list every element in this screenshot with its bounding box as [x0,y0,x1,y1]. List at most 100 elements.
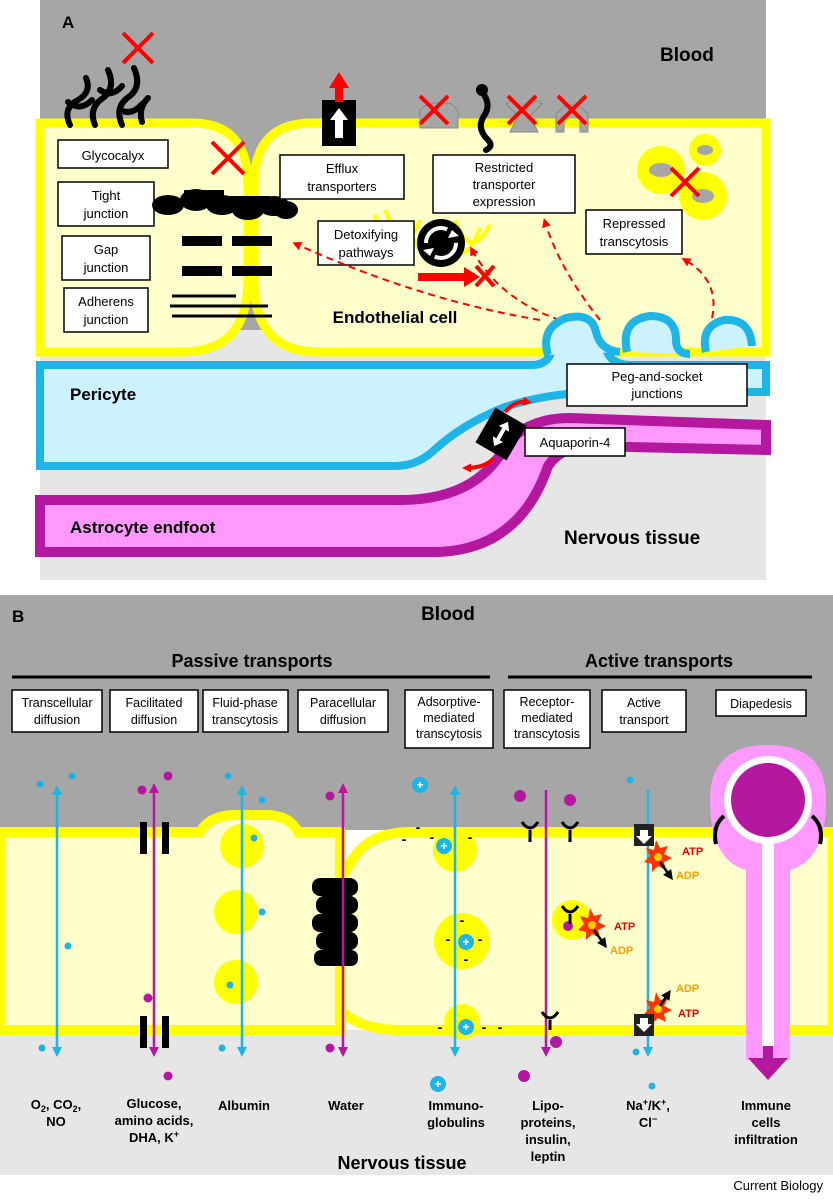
facilitated-channels [140,822,169,1048]
plus-sign-4: + [462,1020,469,1034]
peg-line2: junctions [630,386,683,401]
label-glucose-1: Glucose, [127,1096,182,1111]
minus-7: - [478,931,483,947]
adhesion-molecules-icon [713,814,823,845]
header-fluid-2: transcytosis [212,713,278,727]
tight-junction-icon [152,189,298,220]
header-adsorptive-2: mediated [423,711,474,725]
adherens-junction-icon [170,294,272,318]
detox-box [317,220,415,266]
label-immune-2: cells [752,1115,781,1130]
nervous-label-b: Nervous tissue [337,1153,466,1173]
astrocyte-label: Astrocyte endfoot [70,518,216,537]
detox-cycle-icon [417,219,465,267]
header-active-2: transport [619,713,669,727]
detox-red-arrow-icon [418,267,480,287]
repressed-line2: transcytosis [600,234,669,249]
header-receptor-3: transcytosis [514,727,580,741]
efflux-transporter-icon [322,100,356,146]
active-label: Active transports [585,651,733,671]
header-adsorptive-1: Adsorptive- [417,695,480,709]
header-box-transcellular [11,689,103,733]
tight-junction-line1: Tight [92,188,121,203]
repressed-transporter-shapes [419,99,589,133]
footer-credit: Current Biology [733,1178,823,1193]
pericyte-label: Pericyte [70,385,136,404]
label-glucose-3: DHA, K+ [129,1129,179,1145]
efflux-line2: transporters [307,179,377,194]
restricted-line3: expression [473,194,536,209]
repressed-box [585,209,683,255]
small-molecules [36,772,656,1090]
minus-10: - [482,1019,487,1035]
minus-9: - [438,1019,443,1035]
peg-line1: Peg-and-socket [611,369,702,384]
panel-b: B Blood Passive transports Active transp… [0,595,833,1175]
receptor-icons [520,821,580,1030]
header-receptor-1: Receptor- [520,695,575,709]
header-adsorptive-3: transcytosis [416,727,482,741]
minus-2: - [416,819,421,835]
aquaporin-label: Aquaporin-4 [540,435,611,450]
peg-box [566,363,748,407]
label-immune-3: infiltration [734,1132,798,1147]
header-box-adsorptive [404,689,494,749]
minus-4: - [468,829,473,845]
atp-adp-labels: ATP ADP ATP ADP ADP ATP [610,846,703,1020]
water-flow-arrows [462,396,532,473]
label-no: NO [46,1114,66,1129]
adherens-junction-line2: junction [83,312,129,327]
label-immune-1: Immune [741,1098,791,1113]
pump-icons [634,824,654,1036]
restricted-box [432,154,576,214]
adp-label-1: ADP [676,870,699,882]
panel-b-letter: B [12,607,24,626]
label-lipo-4: leptin [531,1149,566,1164]
adp-label-2: ADP [610,945,633,957]
header-box-active [601,689,687,733]
plus-labels: + + + + + [416,778,469,1091]
label-o2: O2, CO2, [31,1097,82,1114]
transporter-chain-icon [476,84,494,153]
plus-charged-molecules [412,777,474,1092]
minus-11: - [498,1019,503,1035]
plus-sign-3: + [462,935,469,949]
minus-signs: - - - - - - - - - - - [402,819,503,1035]
header-box-facilitated [109,689,199,733]
plus-sign-5: + [434,1077,441,1091]
gap-junction-box [61,235,151,281]
minus-6: - [446,931,451,947]
aquaporin-box [524,427,626,457]
efflux-arrow-icon [329,72,349,102]
minus-5: - [460,912,465,928]
header-transcellular-2: diffusion [34,713,80,727]
label-albumin: Albumin [218,1098,270,1113]
detox-line2: pathways [339,245,394,260]
signalling-arrows [292,218,715,321]
label-lipo-3: insulin, [525,1132,571,1147]
blood-label-a: Blood [660,45,714,66]
detox-line1: Detoxifying [334,227,398,242]
atp-label-2: ATP [614,921,635,933]
paracellular-junction-icon [312,878,358,966]
gap-junction-icon [182,236,272,276]
label-immuno-2: globulins [427,1115,485,1130]
tissue-region-b [0,1030,833,1175]
label-water: Water [328,1098,364,1113]
atp-label-1: ATP [682,846,703,858]
header-box-receptor [503,689,591,749]
header-paracellular-1: Paracellular [310,696,376,710]
adherens-junction-line1: Adherens [78,294,134,309]
glycocalyx-label: Glycocalyx [82,148,145,163]
minus-8: - [464,951,469,967]
label-immuno-1: Immuno- [429,1098,484,1113]
header-transcellular-1: Transcellular [21,696,92,710]
minus-3: - [430,829,435,845]
transcytosis-cross-icon [669,166,701,198]
label-glucose-2: amino acids, [115,1113,194,1128]
efflux-box [279,154,405,200]
label-cl: Cl− [639,1114,657,1130]
glycocalyx-box [57,139,169,169]
header-box-diapedesis [715,689,807,717]
